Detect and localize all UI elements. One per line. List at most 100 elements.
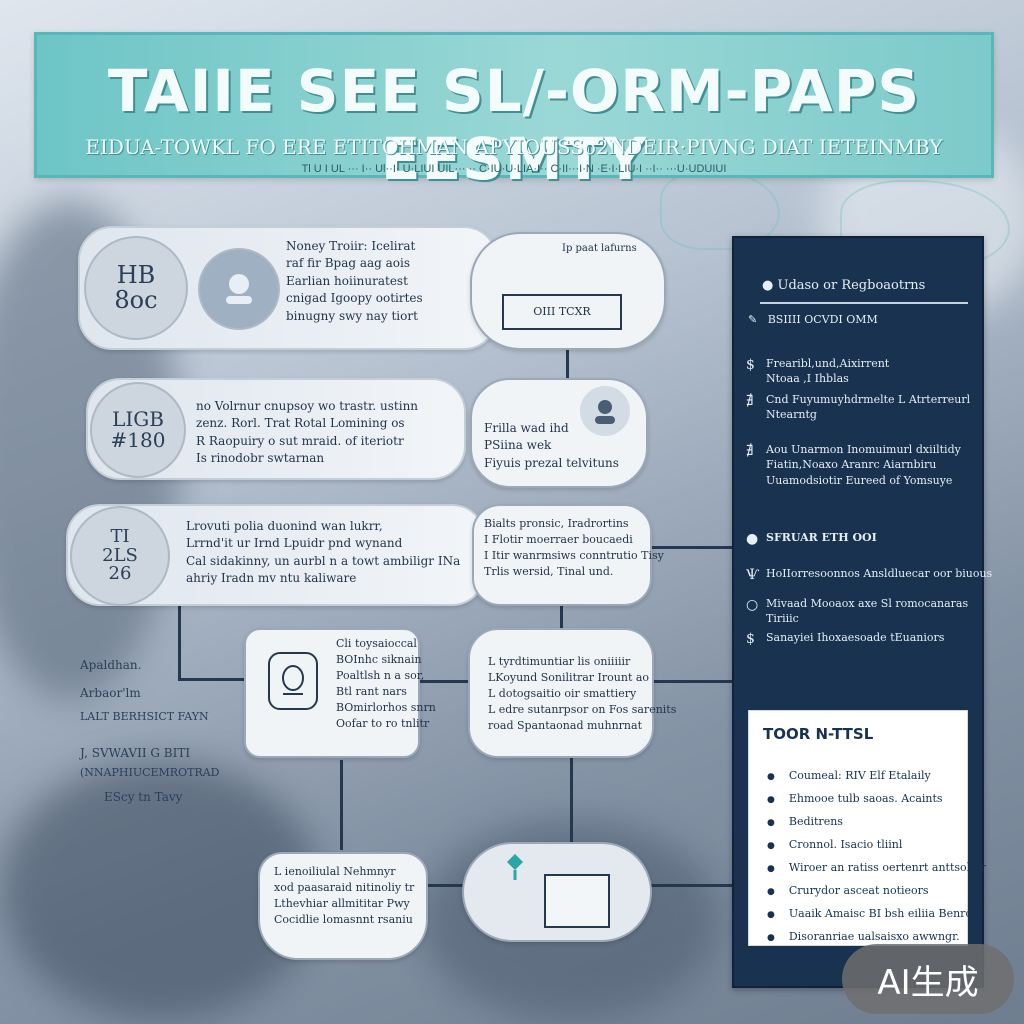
text-line: BOInhc siknain <box>336 652 422 666</box>
panel-row-text: Sanayiei Ihoxaesoade tEuaniors <box>766 631 945 644</box>
connector-line <box>178 600 181 680</box>
dollar-icon: $ <box>746 357 755 373</box>
text-line: L ienoiliulal Nehmnyr <box>274 865 396 878</box>
pen-icon: ✎ <box>748 313 758 326</box>
text-line: Frilla wad ihd <box>484 421 569 435</box>
text-line: cnigad Igoopy ootirtes <box>286 291 423 306</box>
text-line: LKoyund Sonilitrar Irount ao <box>488 670 650 684</box>
card-text: L tyrdtimuntiar lis oniiiiir LKoyund Son… <box>488 654 676 734</box>
step-number-circle: TI 2LS 26 <box>70 506 170 606</box>
illustration-icon <box>198 248 280 330</box>
step-pill-1: HB 8oc Noney Troiir: Icelirat raf fir Bp… <box>78 226 498 350</box>
list-item: Ehmooe tulb saoas. Acaints <box>767 792 986 815</box>
text-line: road Spantaonad muhnrnat <box>488 718 642 732</box>
panel-row: ○ Mivaad Mooaox axe Sl romocanaras Tiriii… <box>746 596 968 627</box>
text-line: Bialts pronsic, Iradrortins <box>484 517 629 530</box>
toolbar-text: BSIIII OCVDI OMM <box>767 313 878 326</box>
annotation-text: (NNAPHIUCEMROTRAD <box>80 766 220 779</box>
card-text: Frilla wad ihd PSiina wek Fiyuis prezal … <box>484 420 619 472</box>
panel-row-text: Aou Unarmon Inomuimurl dxiiltidy Fiatin,… <box>766 443 961 487</box>
panel-toolbar: ✎ BSIIII OCVDI OMM <box>748 312 878 327</box>
info-panel: ● Udaso or Regboaotrns ✎ BSIIII OCVDI OM… <box>732 236 992 988</box>
connector-line <box>650 546 734 549</box>
text-line: Oofar to ro tnlitr <box>336 716 430 730</box>
page-subtitle: EIDUA-TOWKL FO ERE ETITOHMAN APYIOUSSo2N… <box>85 135 943 159</box>
panel-row: ∄Aou Unarmon Inomuimurl dxiiltidy Fiatin… <box>746 442 961 488</box>
list-item: Disoranriae ualsaisxo awwngr. <box>767 930 986 953</box>
text-line: binugny swy nay tiort <box>286 308 418 323</box>
list-item: Cronnol. Isacio tliinl <box>767 838 986 861</box>
card-row3-right: Bialts pronsic, Iradrortins I Flotir moe… <box>472 504 664 606</box>
person-icon <box>580 386 630 436</box>
text-line: L edre sutanrpsor on Fos sarenits <box>488 702 677 716</box>
panel-row: Ѱ HoIIorresoonnos Ansldluecar oor biuous <box>746 566 992 586</box>
panel-row-text: HoIIorresoonnos Ansldluecar oor biuous <box>766 567 993 580</box>
card-text: Cli toysaioccal BOInhc siknain Poaltlsh … <box>336 636 436 732</box>
card-row4-right: L tyrdtimuntiar lis oniiiiir LKoyund Son… <box>468 628 676 758</box>
card-text: Ip paat lafurns <box>562 243 637 254</box>
text-line: Lrovuti polia duonind wan lukrr, <box>186 519 383 533</box>
text-line: Cocidlie lomasnnt rsaniu <box>274 912 413 926</box>
dollar-icon: $ <box>746 631 755 647</box>
page-title: TAIIE SEE SL/-ORM-PAPS EESMTY <box>107 57 921 193</box>
text-line: xod paasaraid nitinoliy tr <box>274 880 415 894</box>
summary-title: TOOR N-TTSL <box>763 725 874 743</box>
panel-row: ∄Cnd Fuyumuyhdrmelte L Atrterreurl Ntear… <box>746 392 970 423</box>
step-number: LIGB #180 <box>110 407 166 452</box>
panel-heading-text: Udaso or Regboaotrns <box>777 278 926 293</box>
card-text: Bialts pronsic, Iradrortins I Flotir moe… <box>484 516 664 580</box>
title-banner: TAIIE SEE SL/-ORM-PAPS EESMTY EIDUA-TOWK… <box>34 32 994 193</box>
connector-line <box>650 680 734 683</box>
step-text: no Volrnur cnupsoy wo trastr. ustinn zen… <box>196 398 418 468</box>
step-pill-3: TI 2LS 26 Lrovuti polia duonind wan lukr… <box>66 504 486 606</box>
text-line: I Flotir moerraer boucaedi <box>484 532 633 546</box>
step-number-circle: HB 8oc <box>84 236 188 340</box>
list-item: Coumeal: RIV Elf Etalaily <box>767 769 986 792</box>
text-line: L tyrdtimuntiar lis oniiiiir <box>488 655 631 668</box>
step-number: TI 2LS 26 <box>102 525 138 585</box>
panel-row: $ Frearibl,und,Aixirrent Ntoaa ,I Ihblas <box>746 356 889 387</box>
divider <box>760 302 968 304</box>
list-item: Wiroer an ratiss oertenrt anttsoher <box>767 861 986 884</box>
step-number: HB 8oc <box>114 260 158 314</box>
monitor-icon: OIII TCXR <box>502 294 622 330</box>
text-line: Cli toysaioccal <box>336 637 417 650</box>
panel-row-text: Cnd Fuyumuyhdrmelte L Atrterreurl Ntearn… <box>766 393 971 422</box>
text-line: I Itir wanrmsiws conntrutio Tisy <box>484 548 664 562</box>
bullet-icon: ● <box>746 531 759 547</box>
step-number-circle: LIGB #180 <box>90 382 186 478</box>
pin-icon <box>500 852 530 882</box>
text-line: PSiina wek <box>484 438 552 453</box>
card-text: L ienoiliulal Nehmnyr xod paasaraid niti… <box>274 864 414 928</box>
annotation-text: Apaldhan. <box>80 658 142 672</box>
card-label: OIII TCXR <box>533 305 591 319</box>
panel-section-heading: ●SFRUAR ETH OOI <box>746 530 877 550</box>
card-top-right: OIII TCXR Ip paat lafurns <box>470 232 666 350</box>
summary-box: TOOR N-TTSL Coumeal: RIV Elf Etalaily Eh… <box>748 710 986 966</box>
card-bottom-center <box>462 842 652 942</box>
text-line: zenz. Rorl. Trat Rotal Lomining os <box>196 416 405 431</box>
frame-icon <box>544 874 610 928</box>
text-line: Lrrnd'it ur Irnd Lpuidr pnd wynand <box>186 536 403 551</box>
annotation-text: J, SVWAVII G BITI <box>80 746 191 760</box>
card-row2-right: Frilla wad ihd PSiina wek Fiyuis prezal … <box>470 378 648 488</box>
connector-line <box>178 678 248 681</box>
panel-row-text: Frearibl,und,Aixirrent Ntoaa ,I Ihblas <box>766 357 890 386</box>
text-line: Is rinodobr swtarnan <box>196 451 325 466</box>
text-line: no Volrnur cnupsoy wo trastr. ustinn <box>196 399 419 413</box>
panel-row-text: Mivaad Mooaox axe Sl romocanaras Tiriiic <box>766 597 969 626</box>
page-tagline: Tl U I UL ··· I·· Ul··I· U·LIUI UIL··· ·… <box>301 163 727 175</box>
text-line: Earlian hoiinuratest <box>286 273 408 288</box>
connector-line <box>640 884 734 887</box>
circle-icon: ○ <box>746 597 759 613</box>
step-pill-2: LIGB #180 no Volrnur cnupsoy wo trastr. … <box>86 378 466 480</box>
list-item: Crurydor asceat notieors <box>767 884 986 907</box>
text-line: Btl rant nars <box>336 684 407 698</box>
text-line: BOmirlorhos snrn <box>336 700 436 714</box>
text-line: L dotogsaitio oir smattiery <box>488 686 637 700</box>
trident-icon: Ѱ <box>746 567 760 583</box>
connector-line <box>560 600 563 640</box>
text-line: Noney Troiir: Icelirat <box>286 239 416 253</box>
connector-line <box>566 340 569 400</box>
connector-line <box>420 884 480 887</box>
